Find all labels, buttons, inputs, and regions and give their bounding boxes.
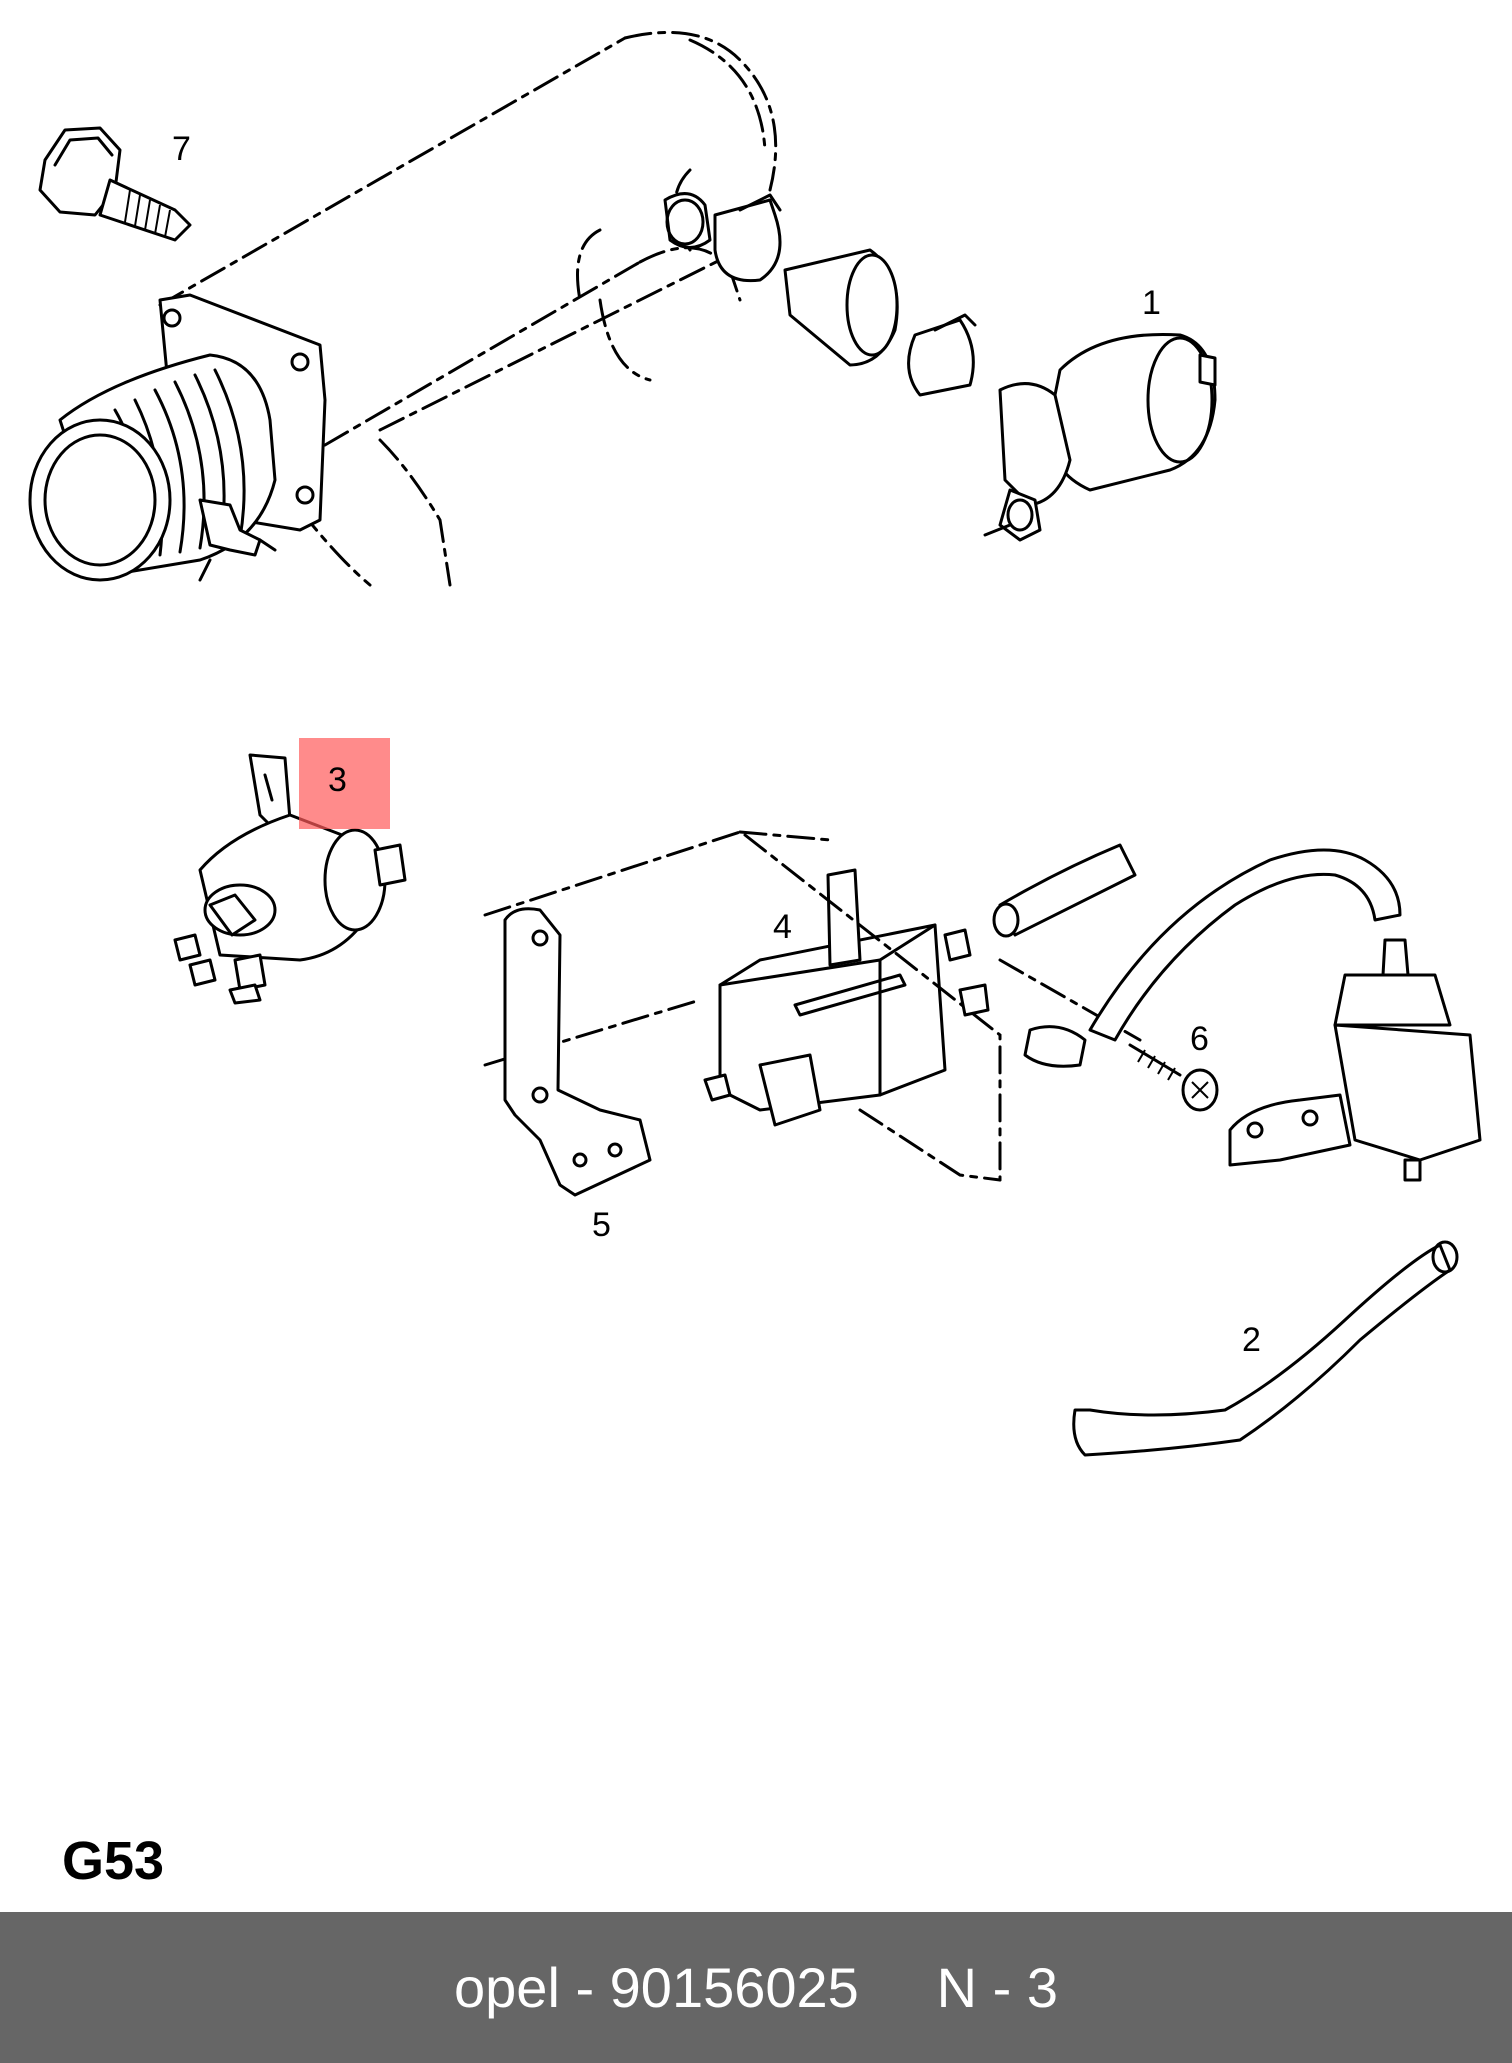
hose-pieces [992, 843, 1402, 1068]
solenoid-valve-part-3 [173, 753, 407, 1005]
bracket-part-5 [483, 830, 832, 1197]
footer-bar: opel - 90156025 N - 3 [0, 1912, 1512, 2063]
diagram-code: G53 [62, 1831, 165, 1891]
callout-highlight-3 [299, 738, 390, 829]
air-cleaner-housing [158, 30, 778, 587]
hose-clamp-assembly [663, 192, 977, 397]
callout-label-6[interactable]: 6 [1190, 1020, 1209, 1058]
fuel-damper [1228, 938, 1482, 1182]
callout-label-2[interactable]: 2 [1242, 1321, 1261, 1359]
callout-label-3[interactable]: 3 [328, 761, 347, 799]
callout-label-7[interactable]: 7 [172, 130, 191, 168]
throttle-body [28, 293, 327, 582]
footer-part-number: opel - 90156025 N - 3 [454, 1956, 1058, 2019]
exploded-parts-drawing [28, 30, 1482, 1457]
callout-label-4[interactable]: 4 [773, 908, 792, 946]
control-unit-part-4 [703, 833, 1142, 1182]
callout-label-1[interactable]: 1 [1142, 284, 1161, 322]
idle-valve-part-1 [983, 332, 1217, 542]
bolt-part-7 [38, 126, 192, 242]
screw-part-6 [1128, 1043, 1219, 1112]
callout-label-5[interactable]: 5 [592, 1206, 611, 1244]
hose-part-2 [1072, 1240, 1459, 1457]
